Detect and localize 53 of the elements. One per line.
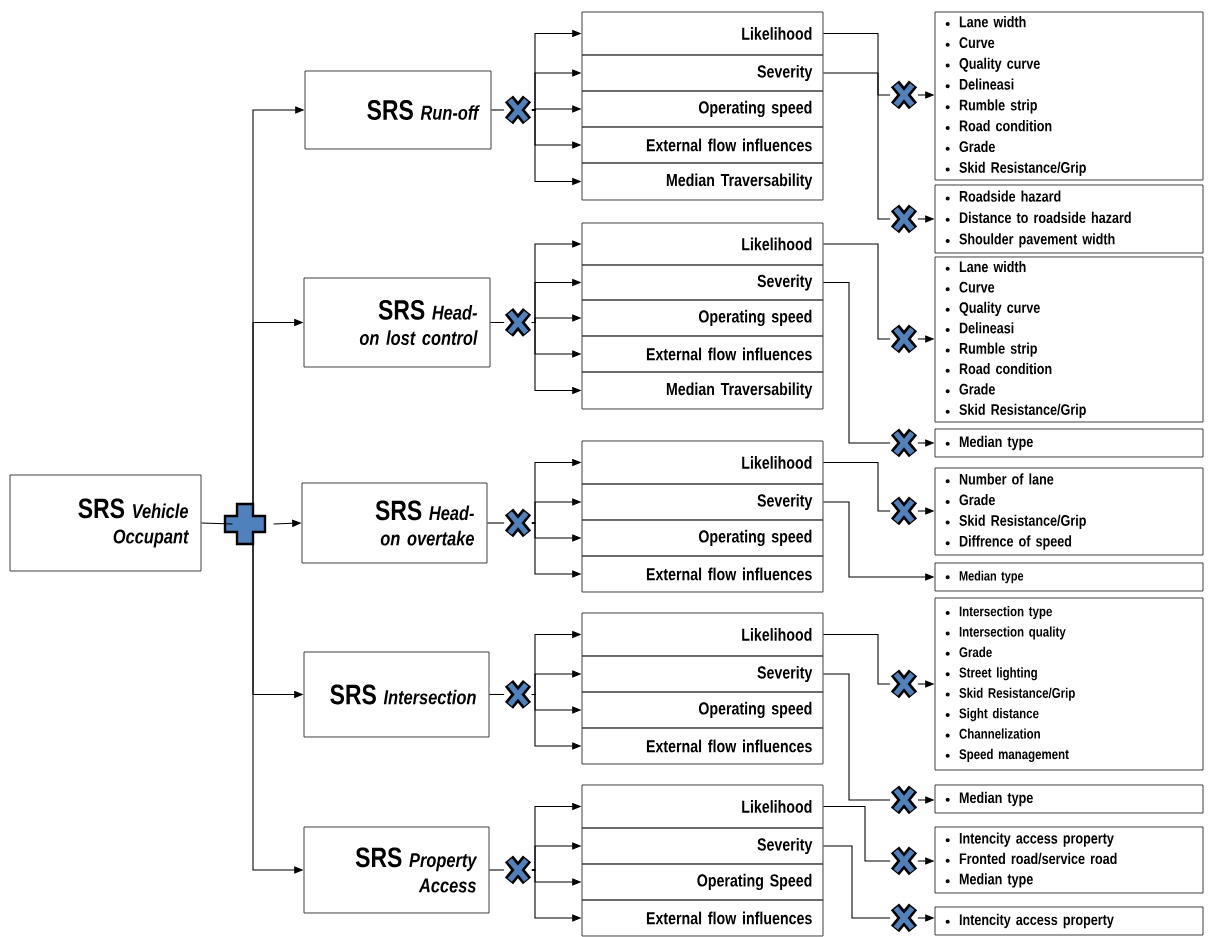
factor-box: Likelihood xyxy=(581,222,824,266)
bullet-list-box: Median type xyxy=(934,562,1204,592)
cross-symbol xyxy=(889,322,919,356)
factor-box: Severity xyxy=(581,827,824,865)
factor-box: External flow influences xyxy=(581,126,824,164)
bullet-list-box: Lane width Curve Quality curve Delineasi Rumble strip Road condition Grade Skid Resistance/Grip xyxy=(934,256,1204,423)
bullet-list-box: Intencity access property xyxy=(934,906,1204,936)
bullet-list-box: Intencity access property Fronted road/service road Median type xyxy=(934,826,1204,894)
factor-box: Likelihood xyxy=(581,784,824,829)
cross-symbol xyxy=(503,853,533,887)
factor-box: External flow influences xyxy=(581,555,824,593)
factor-box: Median Traversability xyxy=(581,162,824,201)
cross-symbol xyxy=(889,202,919,236)
factor-box: Likelihood xyxy=(581,11,824,56)
cross-symbol xyxy=(889,901,919,935)
factor-box: Likelihood xyxy=(581,440,824,485)
cross-symbol xyxy=(889,494,919,528)
factor-box: Operating speed xyxy=(581,519,824,557)
plus-symbol xyxy=(223,502,267,546)
factor-box: External flow influences xyxy=(581,727,824,765)
category-box: SRS Head-on overtake xyxy=(301,482,488,564)
cross-symbol xyxy=(503,678,533,711)
cross-symbol xyxy=(889,844,919,878)
factor-box: Severity xyxy=(581,54,824,92)
factor-box: Operating speed xyxy=(581,90,824,128)
factor-box: Severity xyxy=(581,483,824,521)
cross-symbol xyxy=(503,93,533,127)
cross-symbol xyxy=(889,78,919,112)
category-box: SRS Intersection xyxy=(303,651,490,738)
bullet-list-box: Median type xyxy=(934,428,1204,458)
factor-box: Operating speed xyxy=(581,691,824,729)
factor-box: Median Traversability xyxy=(581,371,824,410)
category-box: SRS Vehicle Occupant xyxy=(9,474,202,572)
factor-box: Severity xyxy=(581,264,824,301)
factor-box: Operating Speed xyxy=(581,863,824,901)
bullet-list-box: Lane width Curve Quality curve Delineasi Rumble strip Road condition Grade Skid Resistance/Grip xyxy=(934,11,1204,181)
factor-box: External flow influences xyxy=(581,899,824,937)
cross-symbol xyxy=(889,667,919,701)
bullet-list-box: Number of lane Grade Skid Resistance/Grip Diffrence of speed xyxy=(934,467,1204,556)
cross-symbol xyxy=(889,426,919,460)
cross-symbol xyxy=(889,783,919,817)
category-box: SRS Head-on lost control xyxy=(303,277,491,368)
category-box: SRS Property Access xyxy=(303,826,490,914)
factor-box: External flow influences xyxy=(581,335,824,373)
factor-box: Operating speed xyxy=(581,299,824,337)
factor-box: Severity xyxy=(581,655,824,693)
bullet-list-box: Roadside hazard Distance to roadside hazard Shoulder pavement width xyxy=(934,184,1204,254)
bullet-list-box: Median type xyxy=(934,784,1204,814)
cross-symbol xyxy=(503,506,533,540)
cross-symbol xyxy=(503,306,533,339)
category-box: SRS Run-off xyxy=(304,70,492,150)
factor-box: Likelihood xyxy=(581,612,824,657)
bullet-list-box: Intersection type Intersection quality Grade Street lighting Skid Resistance/Grip Sight distance Channelization Speed management xyxy=(934,597,1204,771)
